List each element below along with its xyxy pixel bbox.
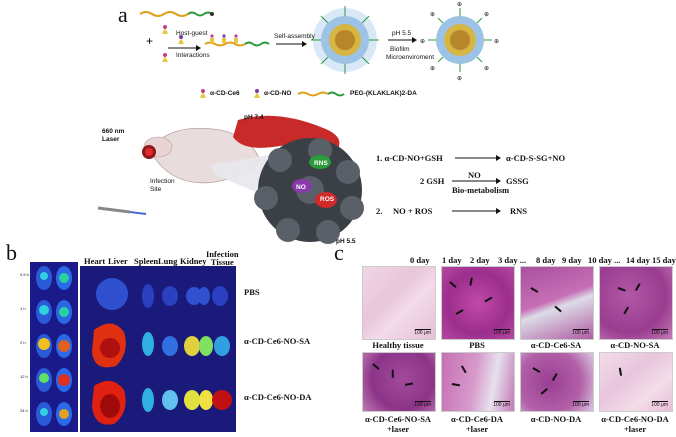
- eq3-left: 2. NO + ROS: [376, 206, 433, 216]
- no-label: NO: [296, 184, 306, 191]
- svg-text:⊕: ⊕: [430, 12, 435, 18]
- organ-heart: Heart: [84, 256, 106, 266]
- microenv-label: Microenviroment: [386, 54, 435, 61]
- ph55-label-top: pH 5.5: [392, 30, 412, 37]
- eq1-left: 1. α-CD-NO+GSH: [376, 153, 443, 163]
- svg-text:+: +: [146, 34, 153, 48]
- caption-ce6-da-laser: α-CD-Ce6-DA +laser: [451, 414, 503, 434]
- panel-label-b: b: [6, 240, 17, 265]
- svg-text:⊕: ⊕: [457, 76, 462, 82]
- organ-infection-tissue: Infection Tissue: [206, 249, 239, 267]
- rns-label: RNS: [314, 160, 328, 167]
- day-14: 14 day: [626, 255, 650, 265]
- organ-imaging-panel: [80, 266, 236, 432]
- infection-site-label: Infection Site: [150, 178, 175, 193]
- caption-ce6-no-da-laser: α-CD-Ce6-NO-DA +laser: [601, 414, 669, 434]
- caption-no-sa: α-CD-NO-SA: [610, 340, 660, 350]
- whole-body-imaging-column: [30, 262, 78, 432]
- organ-spleen: Spleen: [134, 256, 159, 266]
- caption-no-da: α-CD-NO-DA: [530, 414, 582, 424]
- tissue-ce6-sa-laser: 100 μm: [520, 266, 594, 340]
- time-label-0: 0.5 h: [20, 272, 29, 277]
- eq2-left: 2 GSH: [420, 176, 445, 186]
- biofilm-label: Biofilm: [390, 46, 410, 53]
- biometab-label: Bio-metabolism: [452, 185, 510, 195]
- day-2: 2 day: [470, 255, 490, 265]
- day-15: 15 day: [652, 255, 676, 265]
- day-10: 10 day ...: [588, 255, 621, 265]
- tissue-healthy: 100 μm: [362, 266, 436, 340]
- ph55-label-bottom: pH 5.5: [336, 238, 356, 245]
- eq3-right: RNS: [510, 206, 528, 216]
- group-sa: α-CD-Ce6-NO-SA: [244, 336, 311, 346]
- ros-label: ROS: [320, 196, 335, 203]
- organ-kidney: Kidney: [180, 256, 207, 266]
- day-0: 0 day: [410, 255, 430, 265]
- eq1-right: α-CD-S-SG+NO: [506, 153, 566, 163]
- day-3: 3 day ...: [498, 255, 527, 265]
- eq2-right: GSSG: [506, 176, 529, 186]
- caption-pbs: PBS: [469, 340, 485, 350]
- day-8: 8 day: [536, 255, 556, 265]
- host-guest-label: Host-guest: [176, 30, 208, 37]
- legend-no: α-CD-NO: [264, 90, 292, 97]
- group-pbs: PBS: [244, 287, 260, 297]
- svg-text:⊕: ⊕: [494, 39, 499, 45]
- svg-text:⊕: ⊕: [484, 12, 489, 18]
- panel-label-c: c: [334, 240, 344, 265]
- tissue-ce6-no-sa-laser: 100 μm: [362, 352, 436, 412]
- eq2-top: NO: [468, 170, 481, 180]
- organ-lung: Lung: [158, 256, 178, 266]
- tissue-ce6-no-da-laser: 100 μm: [599, 352, 673, 412]
- caption-ce6-no-sa-laser: α-CD-Ce6-NO-SA +laser: [364, 414, 432, 434]
- time-label-2: 2 h: [20, 340, 26, 345]
- tissue-no-sa: 100 μm: [599, 266, 673, 340]
- day-1: 1 day: [442, 255, 462, 265]
- day-9: 9 day: [562, 255, 582, 265]
- legend-ce6: α-CD-Ce6: [210, 90, 240, 97]
- svg-text:⊕: ⊕: [420, 39, 425, 45]
- caption-healthy: Healthy tissue: [372, 340, 424, 350]
- tissue-ce6-da-laser: 100 μm: [441, 352, 515, 412]
- tissue-pbs: 100 μm: [441, 266, 515, 340]
- svg-text:⊕: ⊕: [484, 66, 489, 72]
- ph74-label: pH 7.4: [244, 114, 264, 121]
- organ-liver: Liver: [108, 256, 128, 266]
- laser-label: 660 nm Laser: [102, 128, 125, 143]
- legend-peg: PEG-(KLAKLAK)2-DA: [350, 90, 417, 97]
- tissue-no-da: 100 μm: [520, 352, 594, 412]
- self-assembly-label: Self-assembly: [274, 33, 315, 40]
- time-label-1: 1 h: [20, 306, 26, 311]
- svg-text:⊕: ⊕: [457, 2, 462, 8]
- group-da: α-CD-Ce6-NO-DA: [244, 392, 312, 402]
- time-label-4: 24 h: [20, 408, 28, 413]
- svg-text:⊕: ⊕: [430, 66, 435, 72]
- panel-label-a: a: [118, 2, 128, 27]
- interactions-label: Interactions: [176, 52, 210, 59]
- mouse-frame: [36, 266, 72, 290]
- time-label-3: 12 h: [20, 374, 28, 379]
